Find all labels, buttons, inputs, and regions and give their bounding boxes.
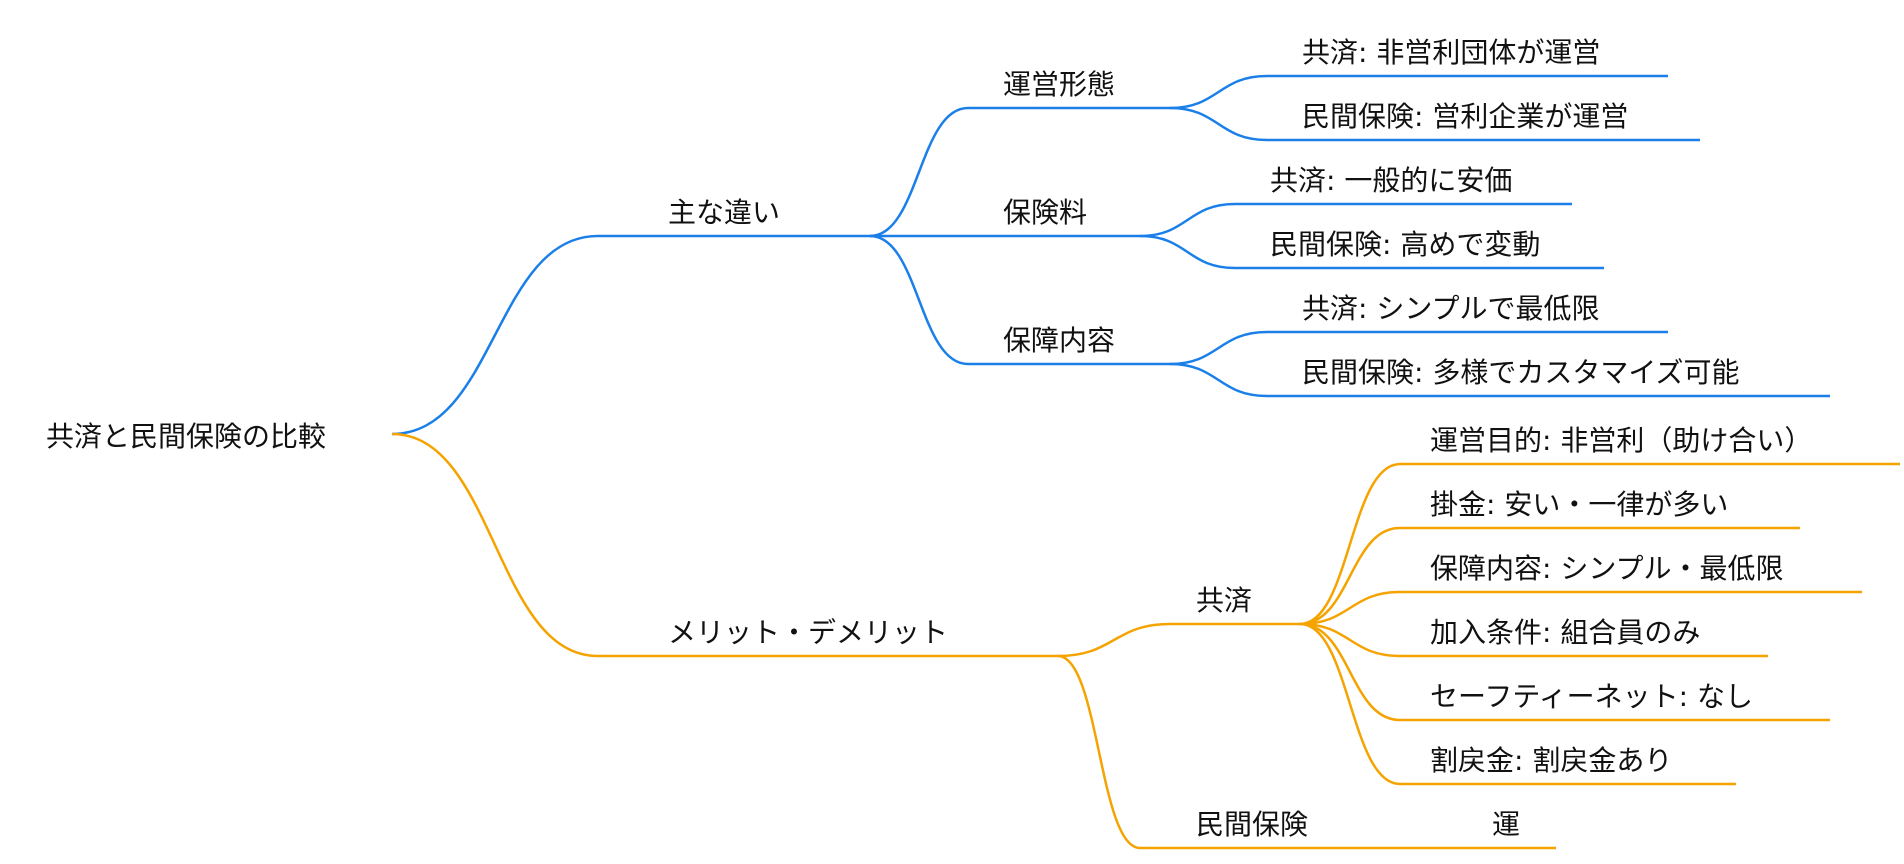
merits-topic-label-0: 共済	[1196, 584, 1252, 617]
link-differences-item-1-0	[1139, 202, 1236, 238]
differences-item-label-0-1: 民間保険: 営利企業が運営	[1302, 100, 1628, 133]
merits-item-label-0-2: 保障内容: シンプル・最低限	[1430, 552, 1784, 585]
differences-item-label-2-0: 共済: シンプルで最低限	[1302, 292, 1600, 325]
differences-topic-label-1: 保険料	[1003, 196, 1087, 229]
link-root-to-merits	[391, 432, 599, 658]
link-differences-item-0-0	[1169, 74, 1268, 110]
link-merits-item-0-3	[1299, 622, 1401, 658]
merits-item-label-1-0: 運	[1492, 808, 1520, 841]
link-differences-topic-2	[869, 234, 969, 366]
merits-node-label: メリット・デメリット	[668, 616, 948, 649]
link-differences-item-0-1	[1169, 106, 1268, 142]
root-node-label: 共済と民間保険の比較	[46, 420, 326, 453]
link-root-to-differences	[391, 234, 599, 436]
link-merits-item-0-5	[1299, 622, 1401, 786]
merits-item-label-0-3: 加入条件: 組合員のみ	[1430, 616, 1700, 649]
link-merits-topic-1	[1057, 654, 1141, 850]
link-differences-topic-0	[869, 106, 969, 238]
differences-topic-label-2: 保障内容	[1003, 324, 1115, 357]
link-differences-item-1-1	[1139, 234, 1236, 270]
differences-node-label: 主な違い	[668, 196, 780, 229]
differences-item-label-0-0: 共済: 非営利団体が運営	[1302, 36, 1600, 69]
merits-item-label-0-0: 運営目的: 非営利（助け合い）	[1430, 424, 1812, 457]
merits-topic-label-1: 民間保険	[1196, 808, 1308, 841]
link-merits-item-0-0	[1299, 462, 1401, 626]
link-differences-item-2-1	[1169, 362, 1268, 398]
link-merits-topic-0	[1057, 622, 1171, 658]
merits-item-label-0-1: 掛金: 安い・一律が多い	[1430, 488, 1728, 521]
merits-item-label-0-5: 割戻金: 割戻金あり	[1430, 744, 1672, 777]
link-merits-item-0-1	[1299, 526, 1401, 626]
differences-item-label-2-1: 民間保険: 多様でカスタマイズ可能	[1302, 356, 1740, 389]
differences-item-label-1-1: 民間保険: 高めで変動	[1270, 228, 1540, 261]
merits-item-label-0-4: セーフティーネット: なし	[1430, 680, 1753, 713]
differences-item-label-1-0: 共済: 一般的に安価	[1270, 164, 1512, 197]
link-merits-item-0-2	[1299, 590, 1401, 626]
link-differences-item-2-0	[1169, 330, 1268, 366]
link-merits-item-0-4	[1299, 622, 1401, 722]
differences-topic-label-0: 運営形態	[1003, 68, 1115, 101]
